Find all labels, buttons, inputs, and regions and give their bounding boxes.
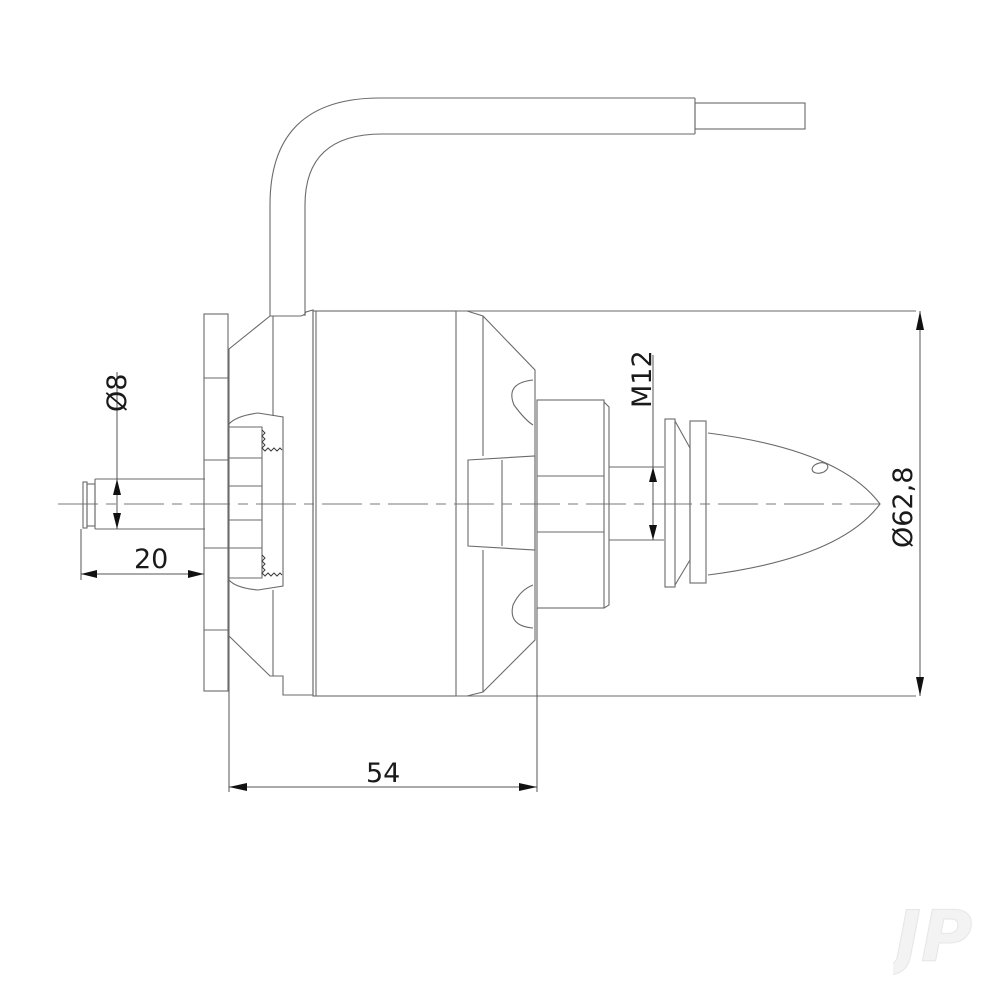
dimension-body-length: 54 (228, 608, 538, 792)
shaft-diameter-label: Ø8 (102, 374, 133, 412)
dimension-shaft-diameter: Ø8 (102, 372, 133, 529)
rear-bell (228, 309, 314, 696)
watermark-text: JP (893, 896, 972, 975)
thread-label: M12 (627, 350, 658, 408)
mounting-flange (203, 313, 229, 692)
dimension-overall-diameter: Ø62,8 (888, 311, 924, 696)
rear-shaft (82, 478, 205, 530)
dimension-shaft-length: 20 (80, 529, 204, 580)
prop-washer (664, 418, 707, 588)
shaft-length-label: 20 (134, 544, 168, 575)
front-bell (456, 310, 536, 697)
body-length-label: 54 (366, 758, 400, 789)
overall-diameter-label: Ø62,8 (888, 467, 919, 548)
jp-logo-watermark: JP (893, 896, 973, 976)
stator-can (312, 310, 916, 697)
motor-lead-wire (269, 97, 806, 316)
dimension-thread: M12 (627, 350, 658, 540)
spinner-cone (707, 432, 881, 576)
prop-adapter-nut (536, 399, 664, 609)
